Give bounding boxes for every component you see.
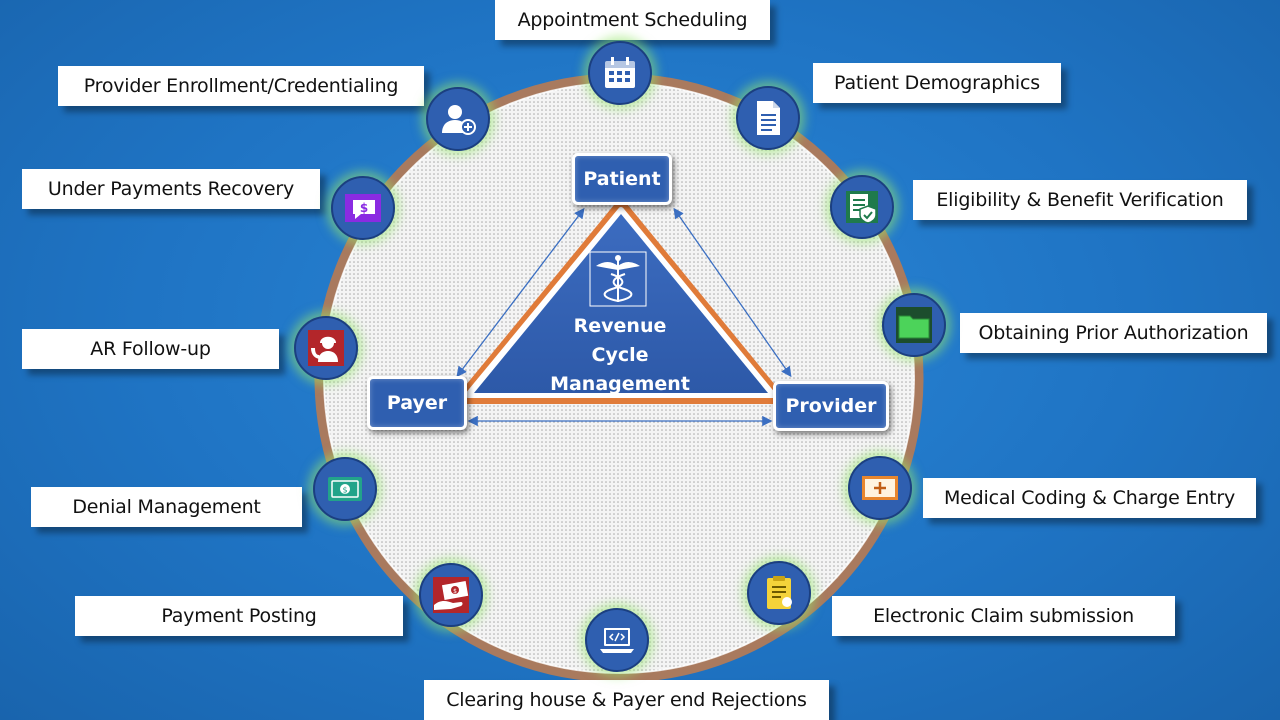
step-label-ar-follow-up: AR Follow-up — [22, 329, 279, 369]
svg-text:$: $ — [360, 201, 368, 215]
step-label-claim-submission: Electronic Claim submission — [832, 596, 1175, 636]
clipboard-icon — [747, 561, 811, 625]
payer-node: Payer — [367, 376, 467, 430]
step-label-denial-management: Denial Management — [31, 487, 302, 527]
patient-payer-arrow — [456, 207, 585, 378]
step-label-under-payments: Under Payments Recovery — [22, 169, 320, 209]
step-label-patient-demographics: Patient Demographics — [813, 63, 1061, 103]
step-label-clearing-house: Clearing house & Payer end Rejections — [424, 680, 829, 720]
step-label-medical-coding: Medical Coding & Charge Entry — [923, 478, 1256, 518]
calendar-icon — [588, 41, 652, 105]
dollar-chat-icon: $ — [331, 176, 395, 240]
money-icon: $ — [313, 457, 377, 521]
caduceus-icon — [589, 251, 647, 307]
svg-text:$: $ — [342, 486, 347, 495]
step-label-provider-enrollment: Provider Enrollment/Credentialing — [58, 66, 424, 106]
step-label-eligibility-verification: Eligibility & Benefit Verification — [913, 180, 1247, 220]
plus-board-icon — [848, 456, 912, 520]
center-title: Revenue Cycle Management — [545, 312, 695, 399]
add-user-icon — [426, 87, 490, 151]
step-label-prior-authorization: Obtaining Prior Authorization — [960, 313, 1267, 353]
center-title-line1: Revenue — [573, 315, 667, 337]
center-title-line3: Management — [550, 373, 690, 395]
provider-node: Provider — [773, 381, 889, 431]
step-label-payment-posting: Payment Posting — [75, 596, 403, 636]
laptop-code-icon — [585, 608, 649, 672]
step-label-appointment-scheduling: Appointment Scheduling — [495, 0, 770, 40]
patient-provider-arrow — [673, 207, 792, 378]
cash-hand-icon: $ — [419, 563, 483, 627]
patient-node: Patient — [572, 153, 672, 205]
center-title-line2: Cycle — [591, 344, 649, 366]
support-agent-icon — [294, 316, 358, 380]
document-icon — [736, 86, 800, 150]
svg-text:$: $ — [453, 588, 457, 595]
shield-document-icon — [830, 175, 894, 239]
folder-icon — [882, 293, 946, 357]
